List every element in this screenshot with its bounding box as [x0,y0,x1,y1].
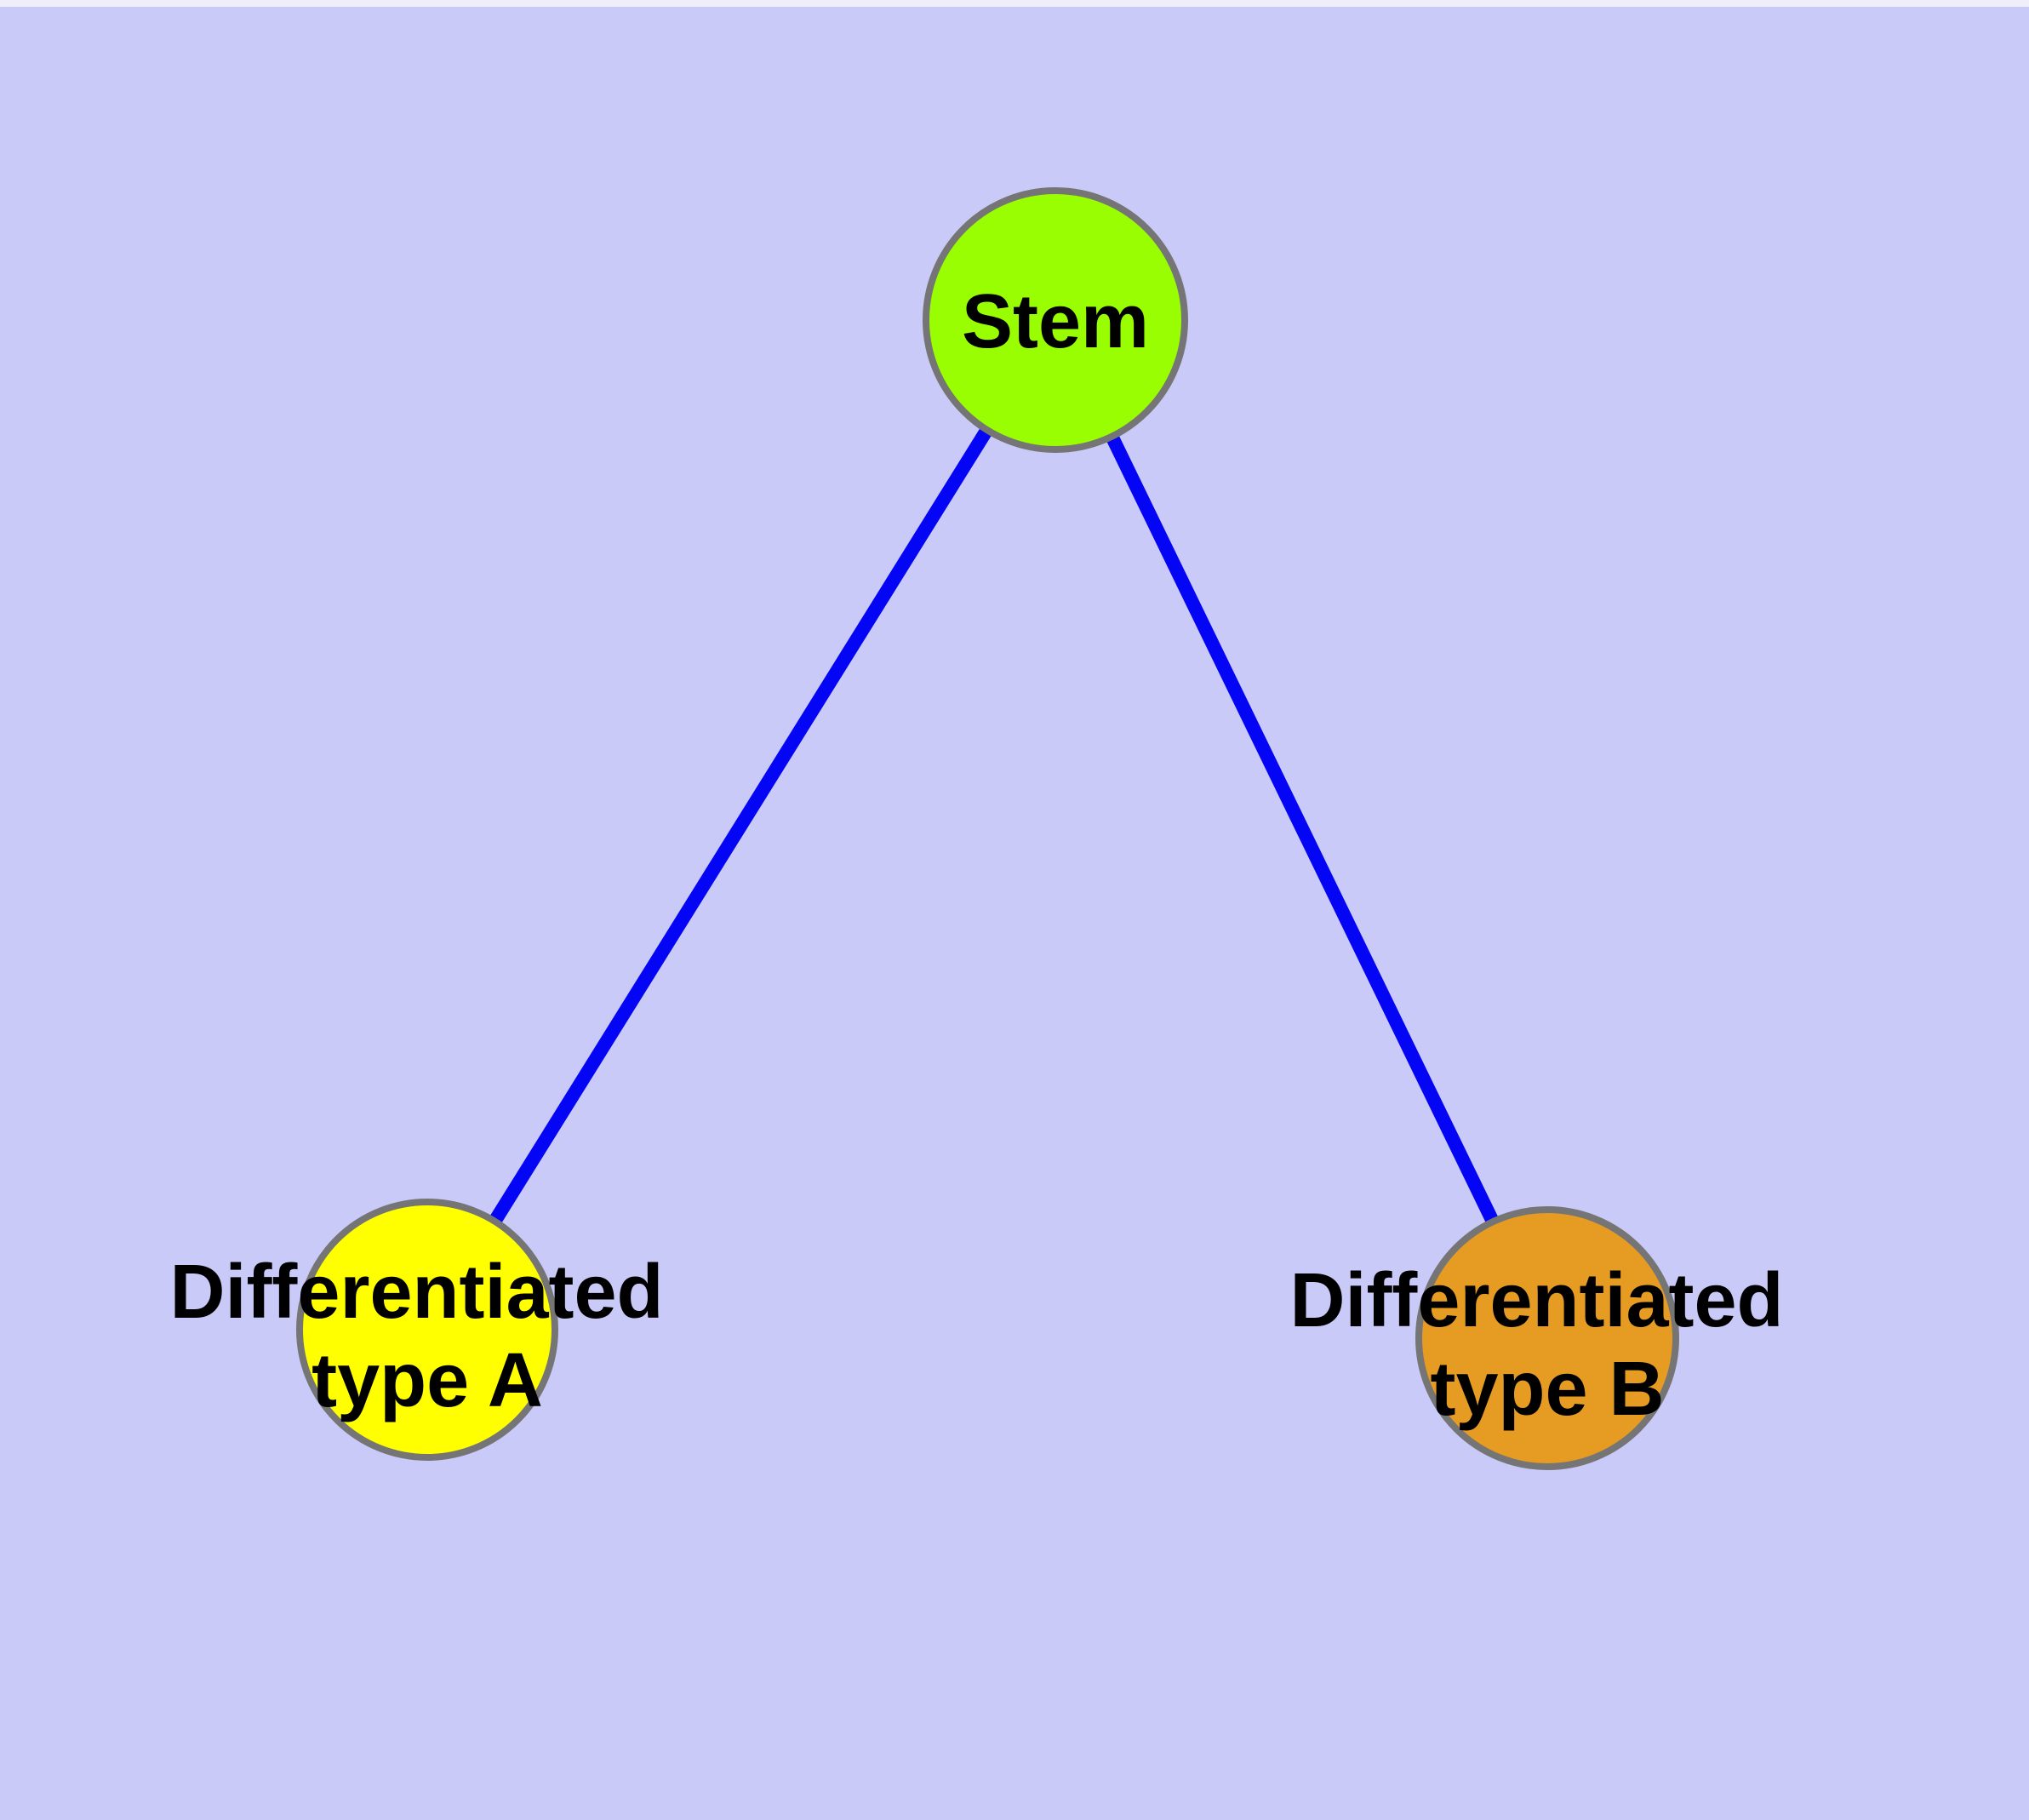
differentiated-type-b-node [1415,1206,1679,1470]
differentiated-type-a-label-line2: type A [311,1338,543,1423]
differentiated-type-b-label: Differentiated type B [1289,1258,1804,1432]
differentiated-type-b-label-line1: Differentiated [1289,1258,1783,1343]
stem-node [923,187,1188,453]
differentiated-type-a-label: Differentiated type A [169,1250,684,1423]
differentiated-type-b-label-line2: type B [1430,1347,1664,1432]
stem-node-label: Stem [962,279,1149,364]
top-edge-highlight [0,0,2029,7]
edge-stem-to-type-a [489,426,992,1226]
differentiated-type-a-label-line1: Differentiated [169,1250,663,1335]
differentiated-type-a-node [296,1199,558,1461]
edge-stem-to-type-b [1106,434,1500,1225]
